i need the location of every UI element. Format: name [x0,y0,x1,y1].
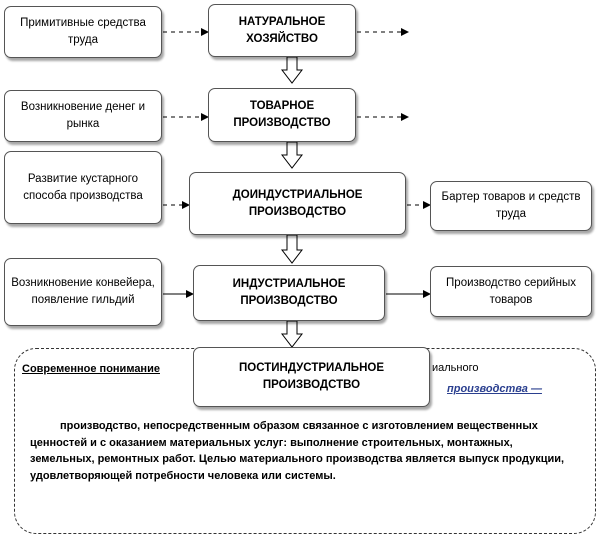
box-postindustrial-production: ПОСТИНДУСТРИАЛЬНОЕ ПРОИЗВОДСТВО [193,347,430,407]
natural-economy-text: НАТУРАЛЬНОЕ ХОЗЯЙСТВО [238,15,326,45]
box-conveyor: Возникновение конвейера, появление гильд… [4,258,162,326]
down-arrow-2 [280,141,304,169]
box-handicraft: Развитие кустарного способа производства [4,151,162,224]
box-serial-goods: Производство серийных товаров [430,266,592,317]
material-production-definition: производство, непосредственным образом с… [30,420,565,482]
box-commodity-production: ТОВАРНОЕ ПРОИЗВОДСТВО [208,88,356,142]
box-preindustrial-production: ДОИНДУСТРИАЛЬНОЕ ПРОИЗВОДСТВО [189,172,406,235]
preindustrial-production-text: ДОИНДУСТРИАЛЬНОЕ ПРОИЗВОДСТВО [232,188,363,218]
material-fragment-text: иального [432,362,479,374]
serial-goods-text: Производство серийных товаров [446,276,576,306]
box-natural-economy: НАТУРАЛЬНОЕ ХОЗЯЙСТВО [208,4,356,57]
down-arrow-4 [280,320,304,348]
commodity-production-text: ТОВАРНОЕ ПРОИЗВОДСТВО [233,100,331,129]
down-arrow-1 [280,56,304,84]
box-barter: Бартер товаров и средств труда [430,181,592,231]
barter-text: Бартер товаров и средств труда [441,191,581,220]
conveyor-text: Возникновение конвейера, появление гильд… [11,277,155,306]
industrial-production-text: ИНДУСТРИАЛЬНОЕ ПРОИЗВОДСТВО [232,278,346,307]
primitive-tools-text: Примитивные средства труда [20,17,146,46]
box-industrial-production: ИНДУСТРИАЛЬНОЕ ПРОИЗВОДСТВО [193,265,385,321]
postindustrial-production-text: ПОСТИНДУСТРИАЛЬНОЕ ПРОИЗВОДСТВО [239,362,384,391]
production-term-link: производства — [447,383,542,395]
handicraft-text: Развитие кустарного способа производства [23,172,143,202]
box-money-market: Возникновение денег и рынка [4,90,162,142]
box-primitive-tools: Примитивные средства труда [4,6,162,58]
money-market-text: Возникновение денег и рынка [20,101,146,130]
modern-understanding-label: Современное понимание [22,363,160,375]
down-arrow-3 [280,234,304,264]
